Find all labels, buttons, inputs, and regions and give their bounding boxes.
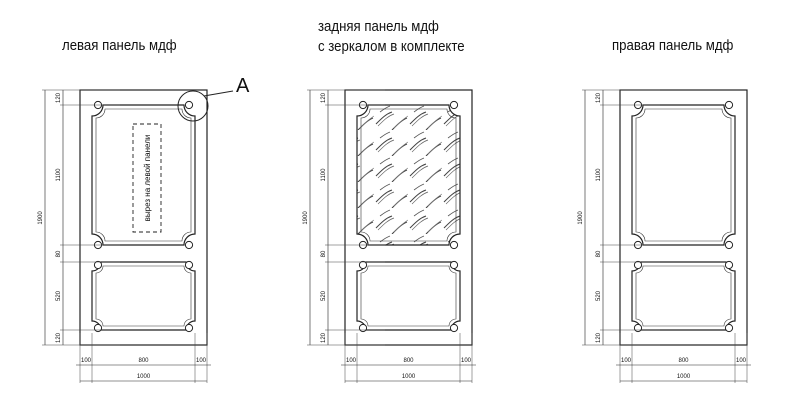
right-panel-title: правая панель мдф — [612, 37, 734, 54]
dim-upper-section: 1100 — [56, 168, 62, 182]
door-outline — [619, 89, 748, 346]
mount-hole — [184, 260, 194, 270]
dim-right-margin: 100 — [736, 358, 747, 364]
dim-middle-gap: 80 — [596, 250, 602, 257]
door-outline — [79, 89, 208, 346]
dim-total-height: 1900 — [303, 211, 309, 225]
lower-frame-outer — [91, 261, 196, 331]
mount-hole — [184, 100, 194, 110]
cutout-label: вырез на левой панели — [143, 135, 152, 222]
mount-hole — [358, 323, 368, 333]
mount-hole — [724, 240, 734, 250]
dim-total-height: 1900 — [578, 211, 584, 225]
dim-right-margin: 100 — [196, 358, 207, 364]
dim-left-margin: 100 — [621, 358, 632, 364]
mount-hole — [184, 240, 194, 250]
dim-top-margin: 120 — [321, 92, 327, 103]
mount-hole — [358, 260, 368, 270]
dim-bottom-margin: 120 — [321, 332, 327, 343]
dim-total-width: 1000 — [677, 374, 691, 380]
left-panel-drawing: 120 1100 80 520 120 1900 100 800 100 1000 вырез н… — [38, 75, 250, 383]
mount-hole — [724, 260, 734, 270]
upper-frame-outer — [631, 104, 736, 246]
upper-frame-outer — [91, 104, 196, 246]
dim-middle-gap: 80 — [321, 250, 327, 257]
mount-hole — [93, 260, 103, 270]
upper-frame-outer — [356, 104, 461, 246]
dim-lower-section: 520 — [321, 290, 327, 301]
dim-inner-width: 800 — [138, 358, 149, 364]
mount-hole — [724, 323, 734, 333]
right-panel-drawing: 120 1100 80 520 120 1900 100 800 100 1000 — [578, 89, 751, 383]
mount-hole — [449, 260, 459, 270]
lower-frame-outer — [356, 261, 461, 331]
cutout-rect: вырез на левой панели — [132, 123, 162, 233]
dim-top-margin: 120 — [596, 92, 602, 103]
dim-middle-gap: 80 — [56, 250, 62, 257]
left-panel-title: левая панель мдф — [62, 37, 177, 54]
mount-hole — [724, 100, 734, 110]
upper-frame-inner — [635, 108, 732, 242]
dim-inner-width: 800 — [403, 358, 414, 364]
dim-bottom-margin: 120 — [56, 332, 62, 343]
callout-a: A — [177, 75, 250, 122]
mount-hole — [93, 323, 103, 333]
upper-frame-inner — [360, 108, 457, 242]
dim-upper-section: 1100 — [321, 168, 327, 182]
mount-hole — [184, 323, 194, 333]
dim-right-margin: 100 — [461, 358, 472, 364]
back-panel-title-line1: задняя панель мдф — [318, 18, 439, 35]
dim-upper-section: 1100 — [596, 168, 602, 182]
dim-bottom-margin: 120 — [596, 332, 602, 343]
upper-frame-inner — [95, 108, 192, 242]
dim-inner-width: 800 — [678, 358, 689, 364]
dim-lower-section: 520 — [596, 290, 602, 301]
back-panel-drawing: 120 1100 80 520 120 1900 100 800 100 1000 — [303, 89, 476, 383]
dim-lower-section: 520 — [56, 290, 62, 301]
dim-left-margin: 100 — [81, 358, 92, 364]
mount-hole — [633, 323, 643, 333]
back-panel-title-line2: с зеркалом в комплекте — [318, 38, 465, 55]
callout-letter: A — [236, 75, 250, 97]
lower-frame-outer — [631, 261, 736, 331]
dim-total-width: 1000 — [402, 374, 416, 380]
dim-total-width: 1000 — [137, 374, 151, 380]
mount-hole — [633, 260, 643, 270]
mount-hole — [449, 240, 459, 250]
lower-frame-inner — [95, 265, 192, 327]
dim-left-margin: 100 — [346, 358, 357, 364]
door-outline — [344, 89, 473, 346]
lower-frame-inner — [635, 265, 732, 327]
mount-hole — [449, 100, 459, 110]
mount-hole — [449, 323, 459, 333]
lower-frame-inner — [360, 265, 457, 327]
dim-total-height: 1900 — [38, 211, 44, 225]
dim-top-margin: 120 — [56, 92, 62, 103]
